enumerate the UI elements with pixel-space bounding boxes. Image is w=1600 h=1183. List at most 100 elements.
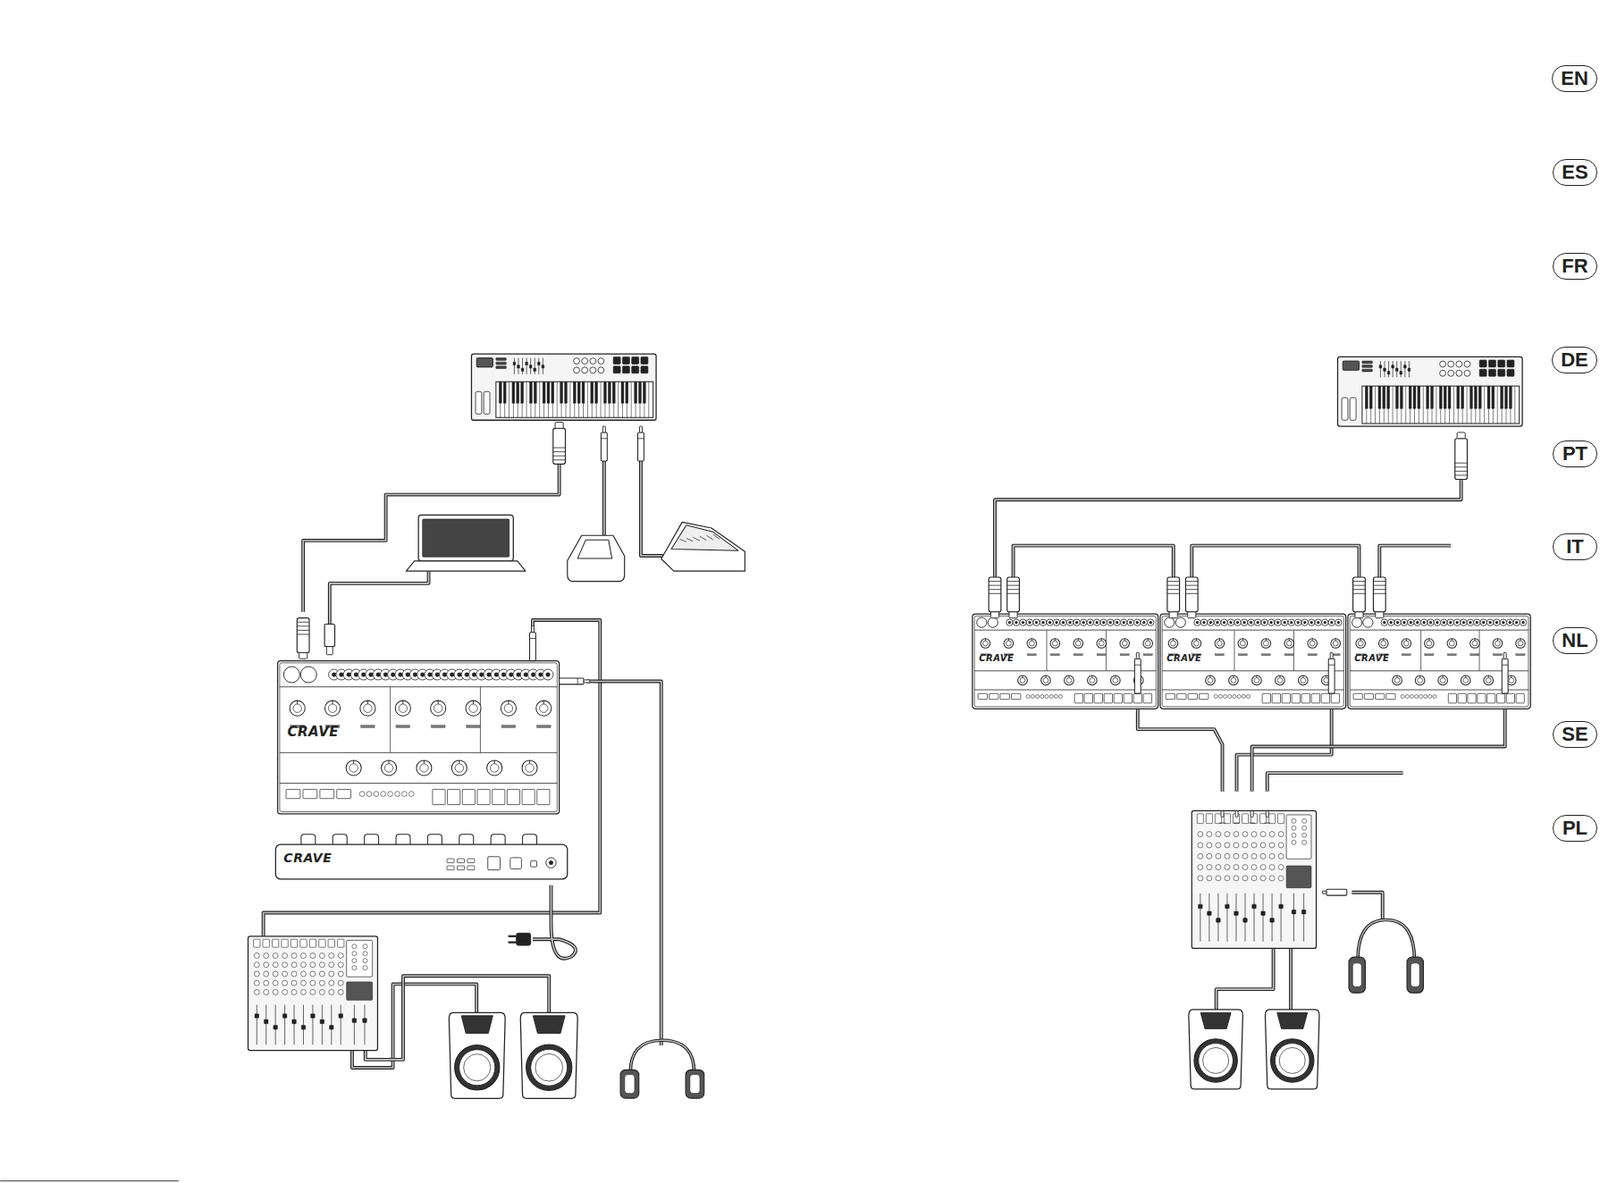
- midi-plug-grip: [296, 630, 310, 632]
- jack-plug-tip: [583, 680, 590, 683]
- input-jack: [1260, 814, 1267, 825]
- keyboard-fader: [534, 358, 536, 375]
- midi-socket: [1175, 617, 1186, 628]
- patch-jack-hole: [376, 673, 381, 678]
- channel-knob: [253, 980, 260, 986]
- patch-jack-hole: [383, 673, 388, 678]
- black-key: [1478, 386, 1482, 409]
- knob-caption: [1401, 654, 1411, 657]
- knob-pointer: [458, 760, 460, 765]
- midi-plug-tip: [299, 652, 308, 659]
- cable-outline: [532, 885, 576, 960]
- channel-knob: [310, 953, 316, 960]
- black-key: [498, 381, 502, 404]
- knob-cap: [1448, 640, 1455, 647]
- knob-caption: [430, 725, 446, 729]
- black-key: [577, 381, 581, 404]
- patch-jack-hole: [1323, 621, 1327, 624]
- step-button: [477, 789, 490, 805]
- language-tab: DE: [1551, 346, 1598, 374]
- knob-pointer: [1091, 675, 1093, 678]
- jack-plug-ring: [577, 678, 579, 685]
- keyboard-button: [1362, 365, 1373, 369]
- step-led: [1414, 694, 1419, 699]
- step-button: [506, 789, 520, 805]
- knob-pointer: [985, 639, 986, 641]
- woofer-cone: [459, 1050, 496, 1087]
- midi-plug-tip: [990, 612, 999, 619]
- channel-knob: [291, 962, 297, 969]
- black-key: [1500, 386, 1504, 409]
- channel-knob: [1260, 832, 1266, 838]
- patch-jack: [1100, 619, 1107, 626]
- black-key: [1439, 386, 1442, 409]
- patch-jack: [1086, 619, 1094, 626]
- white-key-edge: [591, 381, 593, 418]
- white-key-edge: [648, 381, 649, 418]
- step-led: [1232, 694, 1237, 699]
- keyboard-fader: [1408, 361, 1410, 378]
- drum-pad: [640, 366, 649, 374]
- patch-jack: [1213, 619, 1221, 626]
- knob-pointer: [1302, 675, 1304, 678]
- patch-jack-hole: [1429, 621, 1432, 624]
- patch-jack-hole: [420, 673, 425, 678]
- cable-core: [586, 681, 661, 1045]
- channel-knob: [1197, 842, 1204, 849]
- black-key: [1505, 386, 1508, 409]
- midi-plug-grip: [1167, 593, 1180, 595]
- drum-pad: [1479, 360, 1487, 368]
- step-led: [1213, 694, 1218, 699]
- white-key-edge: [1435, 386, 1437, 424]
- knob-pointer: [296, 700, 298, 705]
- knob-cap: [1463, 677, 1469, 683]
- patch-jack-hole: [390, 673, 396, 678]
- pitch-wheel: [475, 391, 482, 414]
- fader-cap: [1198, 904, 1204, 910]
- knob: [1027, 639, 1037, 649]
- keyboard-fader: [1404, 361, 1406, 378]
- knob-cap: [1207, 677, 1213, 683]
- treadle-grip: [679, 539, 686, 543]
- patch-jack: [1200, 619, 1207, 626]
- fader-cap: [338, 1014, 344, 1019]
- keyboard-fader: [530, 358, 531, 375]
- fx-display: [1286, 866, 1312, 889]
- channel-knob: [1215, 875, 1222, 882]
- keyboard-fader: [1396, 361, 1398, 378]
- black-key: [1417, 386, 1421, 409]
- knob-pointer: [1219, 639, 1221, 641]
- step-led: [359, 791, 365, 798]
- knob-caption: [1447, 654, 1457, 657]
- patch-jack: [1274, 619, 1281, 626]
- midi-plug-body: [553, 428, 566, 464]
- patch-jack: [1381, 619, 1388, 626]
- knob: [1205, 675, 1216, 686]
- function-button: [1177, 693, 1187, 699]
- black-key: [1508, 386, 1512, 409]
- patch-jack: [1280, 619, 1288, 626]
- jack-plug-body: [1134, 658, 1141, 694]
- black-key: [503, 381, 506, 404]
- patch-jack-hole: [479, 673, 484, 678]
- drum-pad: [631, 356, 640, 364]
- white-key-edge: [1479, 386, 1481, 424]
- step-led: [1432, 694, 1437, 699]
- cable-outline: [640, 459, 665, 556]
- keyboard-body: [1338, 356, 1524, 427]
- white-key-edge: [1414, 386, 1415, 424]
- laptop-base: [405, 561, 526, 572]
- knob: [1237, 639, 1248, 649]
- patch-jack-hole: [1389, 621, 1393, 624]
- section-divider: [279, 752, 557, 754]
- knob-caption: [395, 725, 411, 729]
- knob-cap: [454, 764, 464, 773]
- white-key-edge: [1506, 386, 1508, 424]
- knob-cap: [1417, 677, 1424, 683]
- knob-cap: [1145, 640, 1151, 647]
- white-key-edge: [643, 381, 645, 418]
- keyboard-fader: [517, 358, 519, 375]
- knob-cap: [525, 764, 534, 773]
- mixer-body: [1191, 810, 1316, 949]
- black-key: [607, 381, 611, 404]
